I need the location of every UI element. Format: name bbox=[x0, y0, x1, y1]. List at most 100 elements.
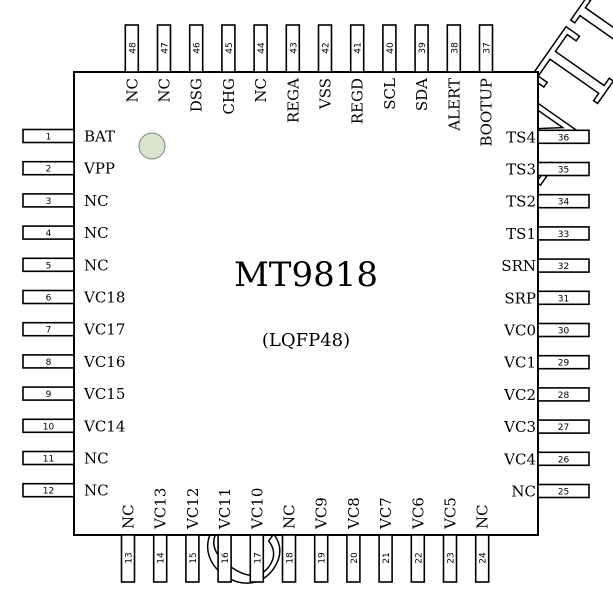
pin-13: 13 NC bbox=[120, 504, 138, 583]
pin-label: TS3 bbox=[506, 161, 536, 179]
pin-label: VC2 bbox=[503, 386, 536, 404]
pin-lead bbox=[22, 450, 75, 466]
pin-label: VC11 bbox=[216, 488, 234, 530]
pin-label: NC bbox=[123, 78, 141, 103]
pin-lead bbox=[537, 451, 590, 467]
chip-package: (LQFP48) bbox=[262, 330, 350, 351]
pin-number: 39 bbox=[418, 42, 428, 54]
pin-number: 33 bbox=[558, 230, 569, 240]
pin-number: 29 bbox=[558, 359, 570, 369]
pin-number: 8 bbox=[46, 358, 52, 368]
pin-lead bbox=[22, 386, 75, 401]
pin-number: 12 bbox=[43, 487, 54, 497]
pin-label: VC3 bbox=[503, 418, 536, 436]
pin-label: NC bbox=[84, 224, 109, 242]
pin-label: NC bbox=[120, 504, 138, 529]
pin-lead bbox=[249, 534, 265, 583]
pin-lead bbox=[346, 534, 361, 583]
pin-9: 9 VC15 bbox=[22, 385, 125, 403]
pin-number: 18 bbox=[286, 552, 296, 564]
pin-lead bbox=[22, 160, 75, 176]
pin-label: VC8 bbox=[345, 497, 363, 530]
pin-label: VC7 bbox=[377, 497, 395, 530]
pin-label: VC5 bbox=[442, 497, 460, 530]
pin-label: DSG bbox=[188, 78, 206, 112]
pin-number: 43 bbox=[289, 42, 299, 53]
pin-lead bbox=[22, 193, 75, 208]
pin-number: 4 bbox=[46, 229, 52, 239]
pin-lead bbox=[537, 354, 590, 370]
pin-18: 18 NC bbox=[281, 504, 299, 583]
pin-label: NC bbox=[84, 256, 109, 274]
pin-number: 14 bbox=[157, 552, 167, 564]
pin-number: 17 bbox=[253, 552, 263, 563]
pin-lead bbox=[537, 419, 590, 434]
pin-number: 5 bbox=[46, 261, 52, 271]
pin-lead bbox=[281, 534, 297, 583]
pin-label: VC13 bbox=[152, 488, 170, 530]
pin-label: VC9 bbox=[313, 497, 331, 530]
pin-number: 7 bbox=[46, 326, 52, 336]
pin-lead bbox=[446, 24, 462, 73]
pin-label: VC0 bbox=[503, 322, 536, 340]
pin-label: REGD bbox=[349, 78, 367, 124]
pin-number: 27 bbox=[558, 423, 569, 433]
pin-lead bbox=[217, 534, 232, 583]
pin-number: 15 bbox=[189, 552, 199, 563]
pin-label: VC17 bbox=[83, 321, 125, 339]
pin-number: 47 bbox=[161, 42, 171, 53]
pin-lead bbox=[22, 128, 75, 144]
pin-label: VC16 bbox=[83, 353, 125, 371]
pin-7: 7 VC17 bbox=[22, 321, 125, 339]
pin-label: VC18 bbox=[83, 289, 125, 307]
pins-bottom: 13NC14VC1315VC1216VC1117VC1018NC19VC920V… bbox=[120, 488, 492, 583]
pin-5: 5 NC bbox=[22, 256, 109, 274]
pin-label: VC15 bbox=[83, 385, 125, 403]
pin-lead bbox=[185, 534, 200, 583]
pin-label: NC bbox=[281, 504, 299, 529]
pin-lead bbox=[382, 24, 397, 73]
pin-label: NC bbox=[84, 450, 109, 468]
pin-lead bbox=[414, 24, 429, 73]
pin-lead bbox=[221, 24, 236, 73]
pin-label: BAT bbox=[84, 128, 115, 146]
pins-top: 37BOOTUP38ALERT39SDA40SCL41REGD42VSS43RE… bbox=[123, 24, 496, 147]
pin-number: 44 bbox=[257, 42, 267, 54]
pin-number: 9 bbox=[46, 390, 52, 400]
pin-number: 41 bbox=[354, 42, 364, 53]
pin-lead bbox=[478, 24, 494, 73]
pin-lead bbox=[156, 24, 172, 73]
pin-lead bbox=[537, 483, 590, 499]
pin-number: 13 bbox=[125, 552, 135, 563]
pin-lead bbox=[410, 534, 426, 583]
pin-lead bbox=[537, 258, 590, 273]
pin-lead bbox=[378, 534, 393, 583]
pin-label: SCL bbox=[381, 78, 399, 110]
pin-number: 45 bbox=[225, 42, 235, 53]
pin-lead bbox=[537, 161, 590, 177]
pin-lead bbox=[474, 534, 490, 583]
pin-label: VC14 bbox=[83, 417, 125, 435]
pin-number: 2 bbox=[46, 165, 52, 175]
pin-number: 1 bbox=[46, 133, 52, 143]
pin-lead bbox=[349, 24, 365, 73]
